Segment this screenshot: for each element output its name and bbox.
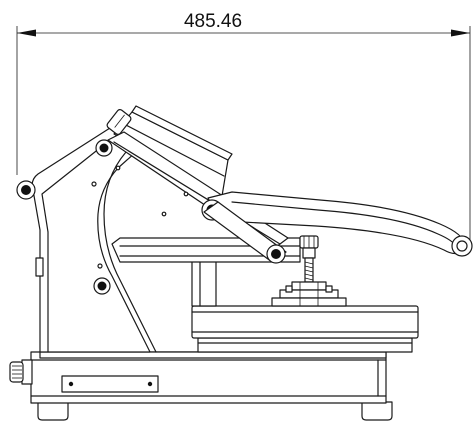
foot-right [361,401,393,421]
arrowhead-right [451,29,470,37]
frame-side-clip [35,257,44,277]
label-plate [61,375,159,393]
label-screw-left [68,381,74,387]
control-box [106,105,233,197]
base-assembly [9,351,393,421]
lower-platen [191,255,419,353]
cable-gland [9,359,33,385]
dimension-value: 485.46 [184,11,242,32]
pressure-spindle [271,235,347,307]
platen-support-leg [191,255,217,307]
lower-platen-top [191,305,419,339]
foot-left [37,401,69,421]
label-screw-right [147,381,153,387]
lower-link [203,201,287,264]
overall-width-dimension: 485.46 [16,11,471,245]
control-knob [106,109,132,135]
lower-platen-base [197,337,413,353]
arrowhead-left [17,29,36,37]
